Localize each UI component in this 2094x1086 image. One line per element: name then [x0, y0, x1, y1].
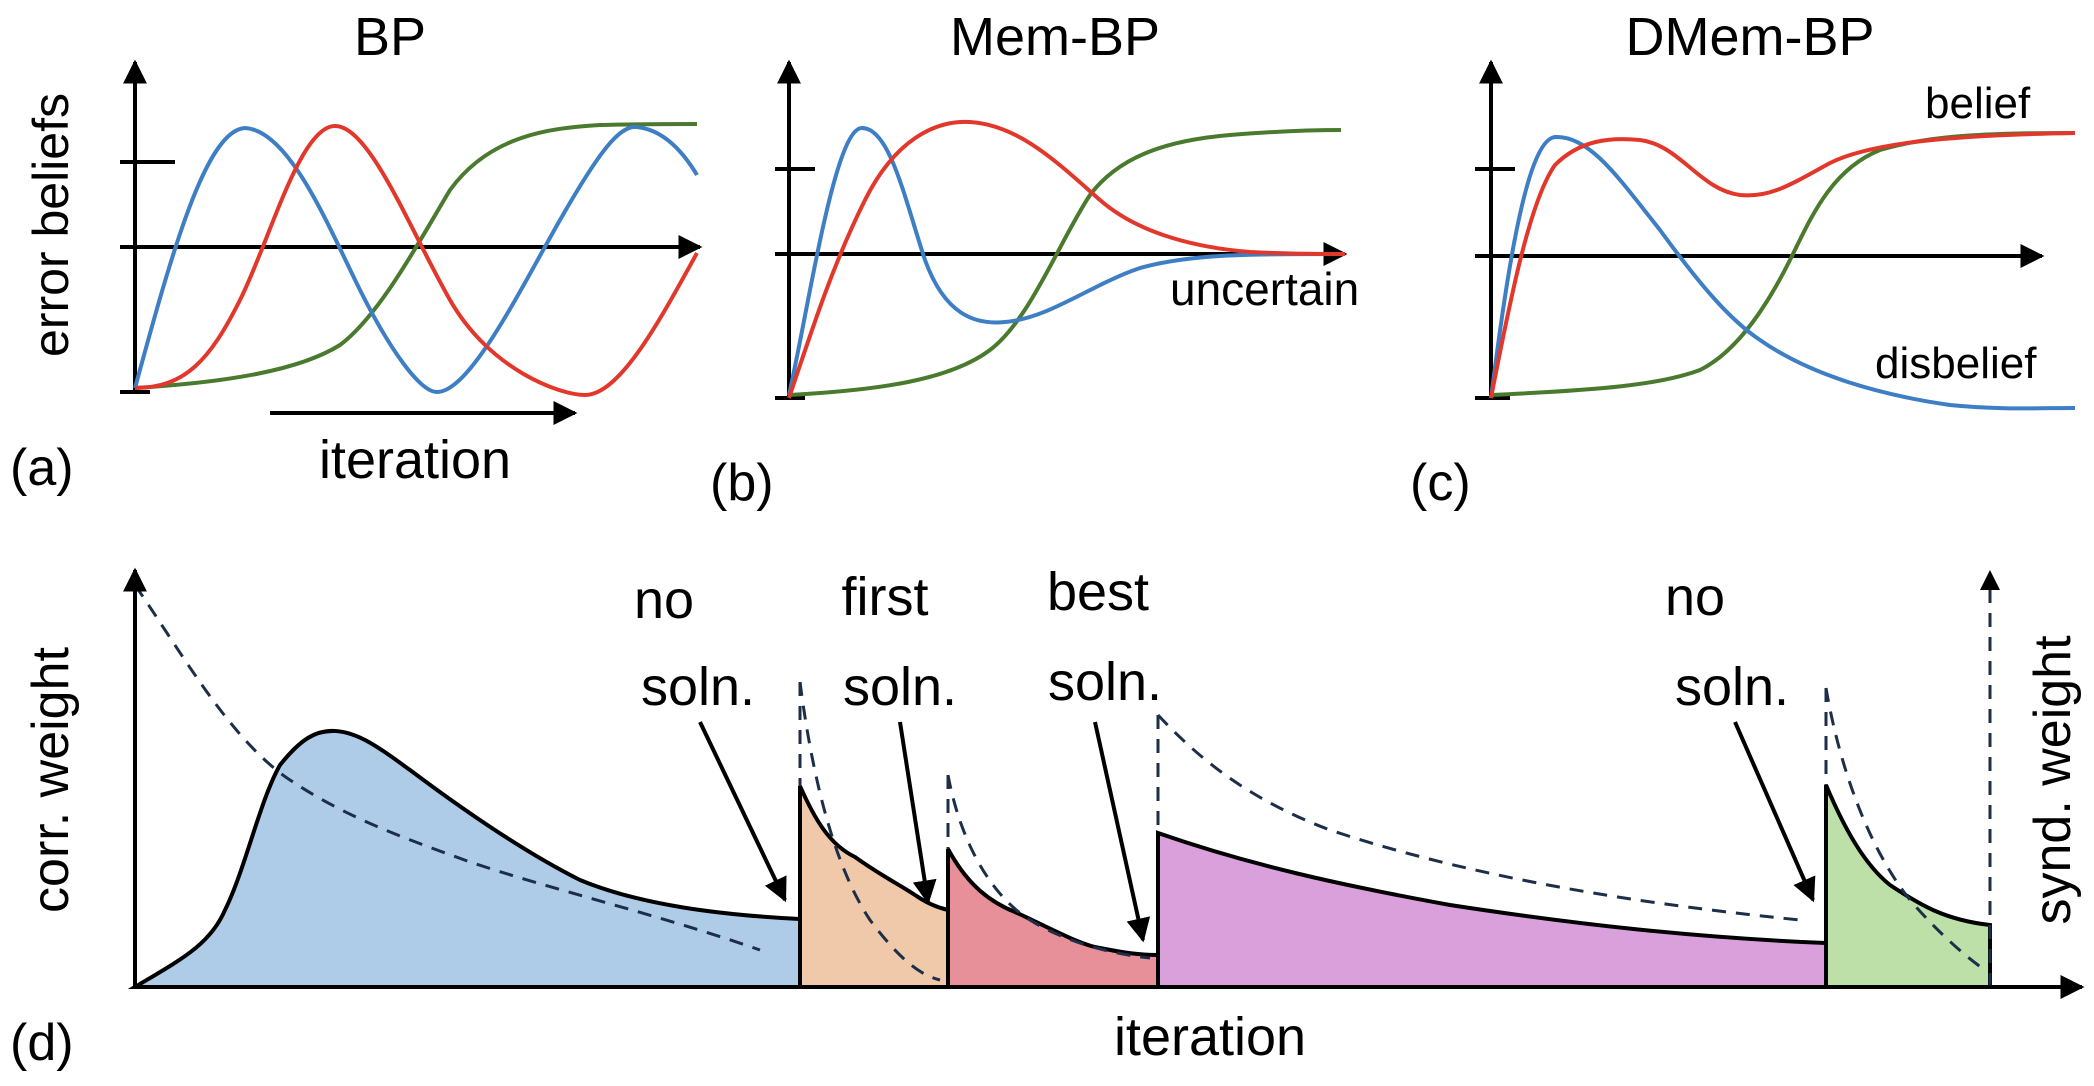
annotation-arrow-no-soln-1: [698, 721, 787, 903]
segment-purple: [1156, 830, 1828, 989]
dashed-curve-1: [133, 584, 761, 952]
panel-d: no soln. first soln. best soln. no soln.…: [10, 562, 2085, 1072]
panel-a-green-curve: [134, 122, 698, 390]
annotation-no-soln-2-line2: soln.: [1675, 657, 1789, 717]
annotation-arrow-best-soln: [1093, 721, 1151, 943]
panel-c-red-curve: [1489, 131, 2076, 399]
dashed-curve-2: [798, 681, 941, 982]
segment-green: [1824, 784, 1992, 989]
panel-b-title: Mem-BP: [950, 7, 1160, 67]
panel-d-xlabel: iteration: [1114, 1007, 1306, 1067]
annotation-no-soln-1-line1: no: [634, 570, 694, 630]
panel-a-red-curve: [134, 123, 699, 398]
panel-d-tag: (d): [10, 1014, 74, 1072]
synd-weight-arrowhead: [1980, 570, 2000, 590]
panel-a-xlabel: iteration: [319, 430, 511, 490]
annotation-first-soln-line1: first: [842, 567, 929, 627]
panel-a-tag: (a): [10, 439, 74, 497]
segment-red: [946, 848, 1160, 989]
panel-b-green-curve: [788, 128, 1342, 397]
panel-a-blue-curve: [133, 124, 699, 395]
annotation-best-soln-line2: soln.: [1048, 652, 1162, 712]
panel-c-tag: (c): [1410, 454, 1471, 512]
dashed-curve-3: [946, 774, 1151, 960]
panel-b-tag: (b): [710, 454, 774, 512]
panel-d-ylabel-right: synd. weight: [2024, 635, 2082, 925]
segment-peach: [798, 785, 950, 989]
dashed-curve-4: [1156, 713, 1801, 922]
annotation-no-soln-2-line1: no: [1665, 567, 1725, 627]
annotation-best-soln-line1: best: [1047, 562, 1149, 622]
panel-c-blue-curve: [1489, 134, 2076, 411]
dashed-curves: [133, 584, 1992, 987]
panel-a-title: BP: [354, 7, 426, 67]
panel-b-blue-curve: [787, 125, 1331, 396]
annotation-first-soln-line2: soln.: [843, 657, 957, 717]
panel-b-uncertain-label: uncertain: [1170, 263, 1359, 315]
annotation-arrow-no-soln-2: [1733, 721, 1816, 903]
panel-d-ylabel-left: corr. weight: [22, 647, 80, 913]
segment-blue: [127, 728, 802, 989]
panel-c-belief-label: belief: [1925, 79, 2031, 128]
panel-b: Mem-BP uncertain (b): [710, 7, 1359, 512]
panel-c-disbelief-label: disbelief: [1875, 339, 2037, 388]
annotation-no-soln-1-line2: soln.: [641, 657, 755, 717]
panel-b-red-curve: [787, 119, 1346, 399]
panel-c: DMem-BP belief disbelief (c): [1410, 7, 2076, 512]
annotation-arrow-first-soln: [898, 721, 937, 905]
panel-a-ylabel: error beliefs: [23, 93, 79, 357]
panel-a: BP error beliefs iteration (a): [10, 7, 703, 497]
panel-c-title: DMem-BP: [1625, 7, 1874, 67]
